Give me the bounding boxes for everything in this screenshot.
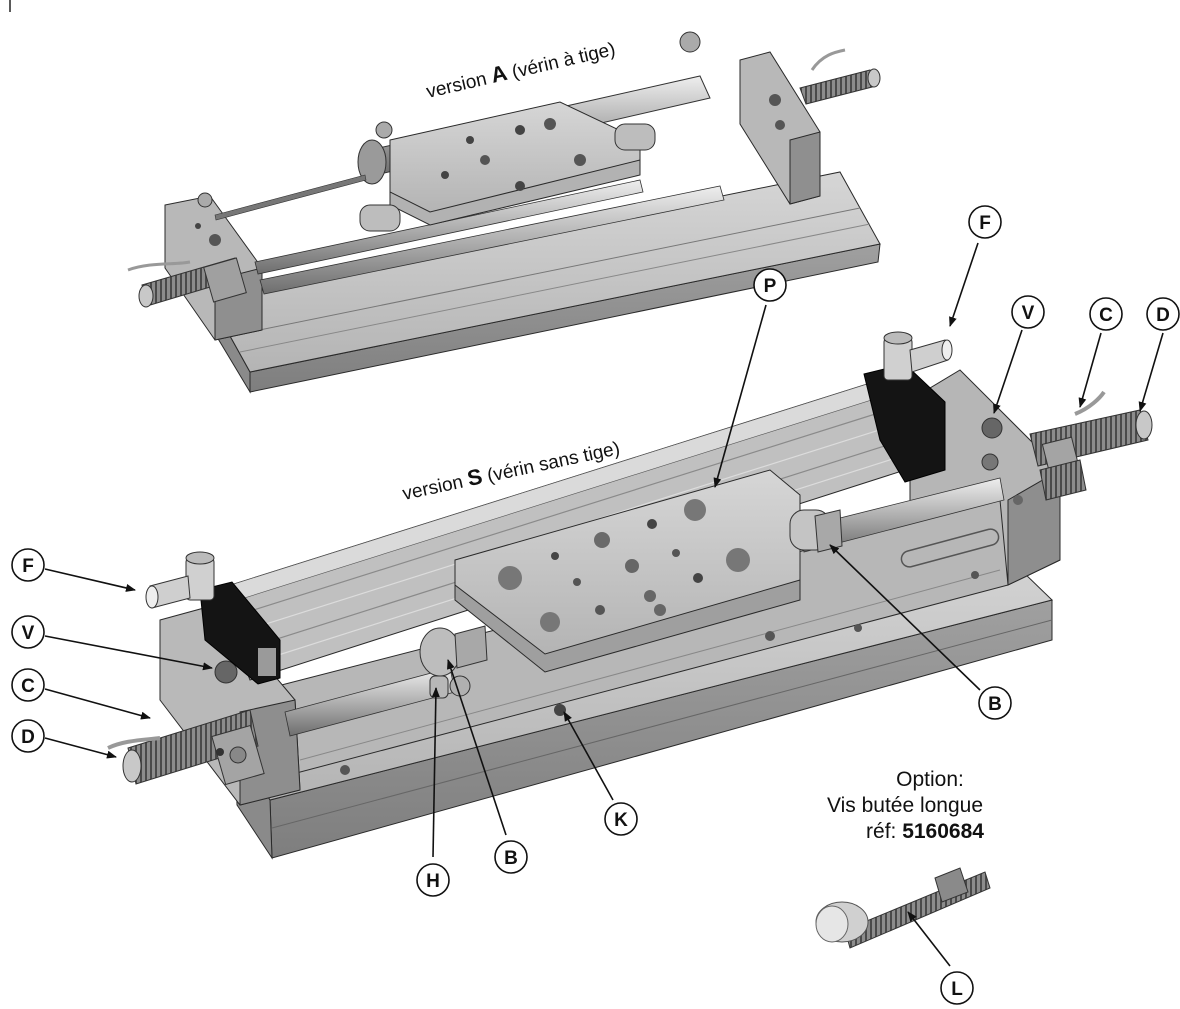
svg-text:B: B — [988, 694, 1002, 715]
svg-text:C: C — [1099, 305, 1113, 326]
callout-B-right: B — [978, 686, 1012, 720]
callout-D-left: D — [11, 719, 45, 753]
callout-K: K — [604, 802, 638, 836]
version-a-assembly — [127, 31, 881, 394]
svg-text:K: K — [614, 810, 628, 831]
callout-V-left: V — [11, 615, 45, 649]
svg-text:B: B — [504, 848, 518, 869]
version-s-assembly — [107, 331, 1153, 860]
svg-text:L: L — [951, 979, 963, 1000]
callout-C-left: C — [11, 668, 45, 702]
callout-H: H — [416, 863, 450, 897]
option-description: Vis butée longue — [827, 794, 983, 817]
callout-leaders — [44, 242, 1164, 967]
version-a-caption: version A (vérin à tige) — [424, 35, 618, 103]
svg-text:C: C — [21, 676, 35, 697]
callout-V-right: V — [1011, 295, 1045, 329]
svg-text:D: D — [1156, 305, 1170, 326]
callout-C-right: C — [1089, 297, 1123, 331]
callout-D-right: D — [1146, 297, 1180, 331]
svg-text:F: F — [979, 213, 991, 234]
option-reference: réf: 5160684 — [866, 820, 984, 843]
callout-F-top: F — [968, 205, 1002, 239]
svg-text:P: P — [764, 276, 777, 297]
svg-text:F: F — [22, 556, 34, 577]
svg-text:H: H — [426, 871, 440, 892]
svg-text:D: D — [21, 727, 35, 748]
svg-text:V: V — [22, 623, 35, 644]
option-label: Option: — [896, 768, 964, 791]
option-stop-screw — [815, 867, 991, 949]
callout-L: L — [940, 971, 974, 1005]
callout-B-bottom: B — [494, 840, 528, 874]
svg-text:V: V — [1022, 303, 1035, 324]
callout-P: P — [753, 268, 787, 302]
callout-F-left: F — [11, 548, 45, 582]
